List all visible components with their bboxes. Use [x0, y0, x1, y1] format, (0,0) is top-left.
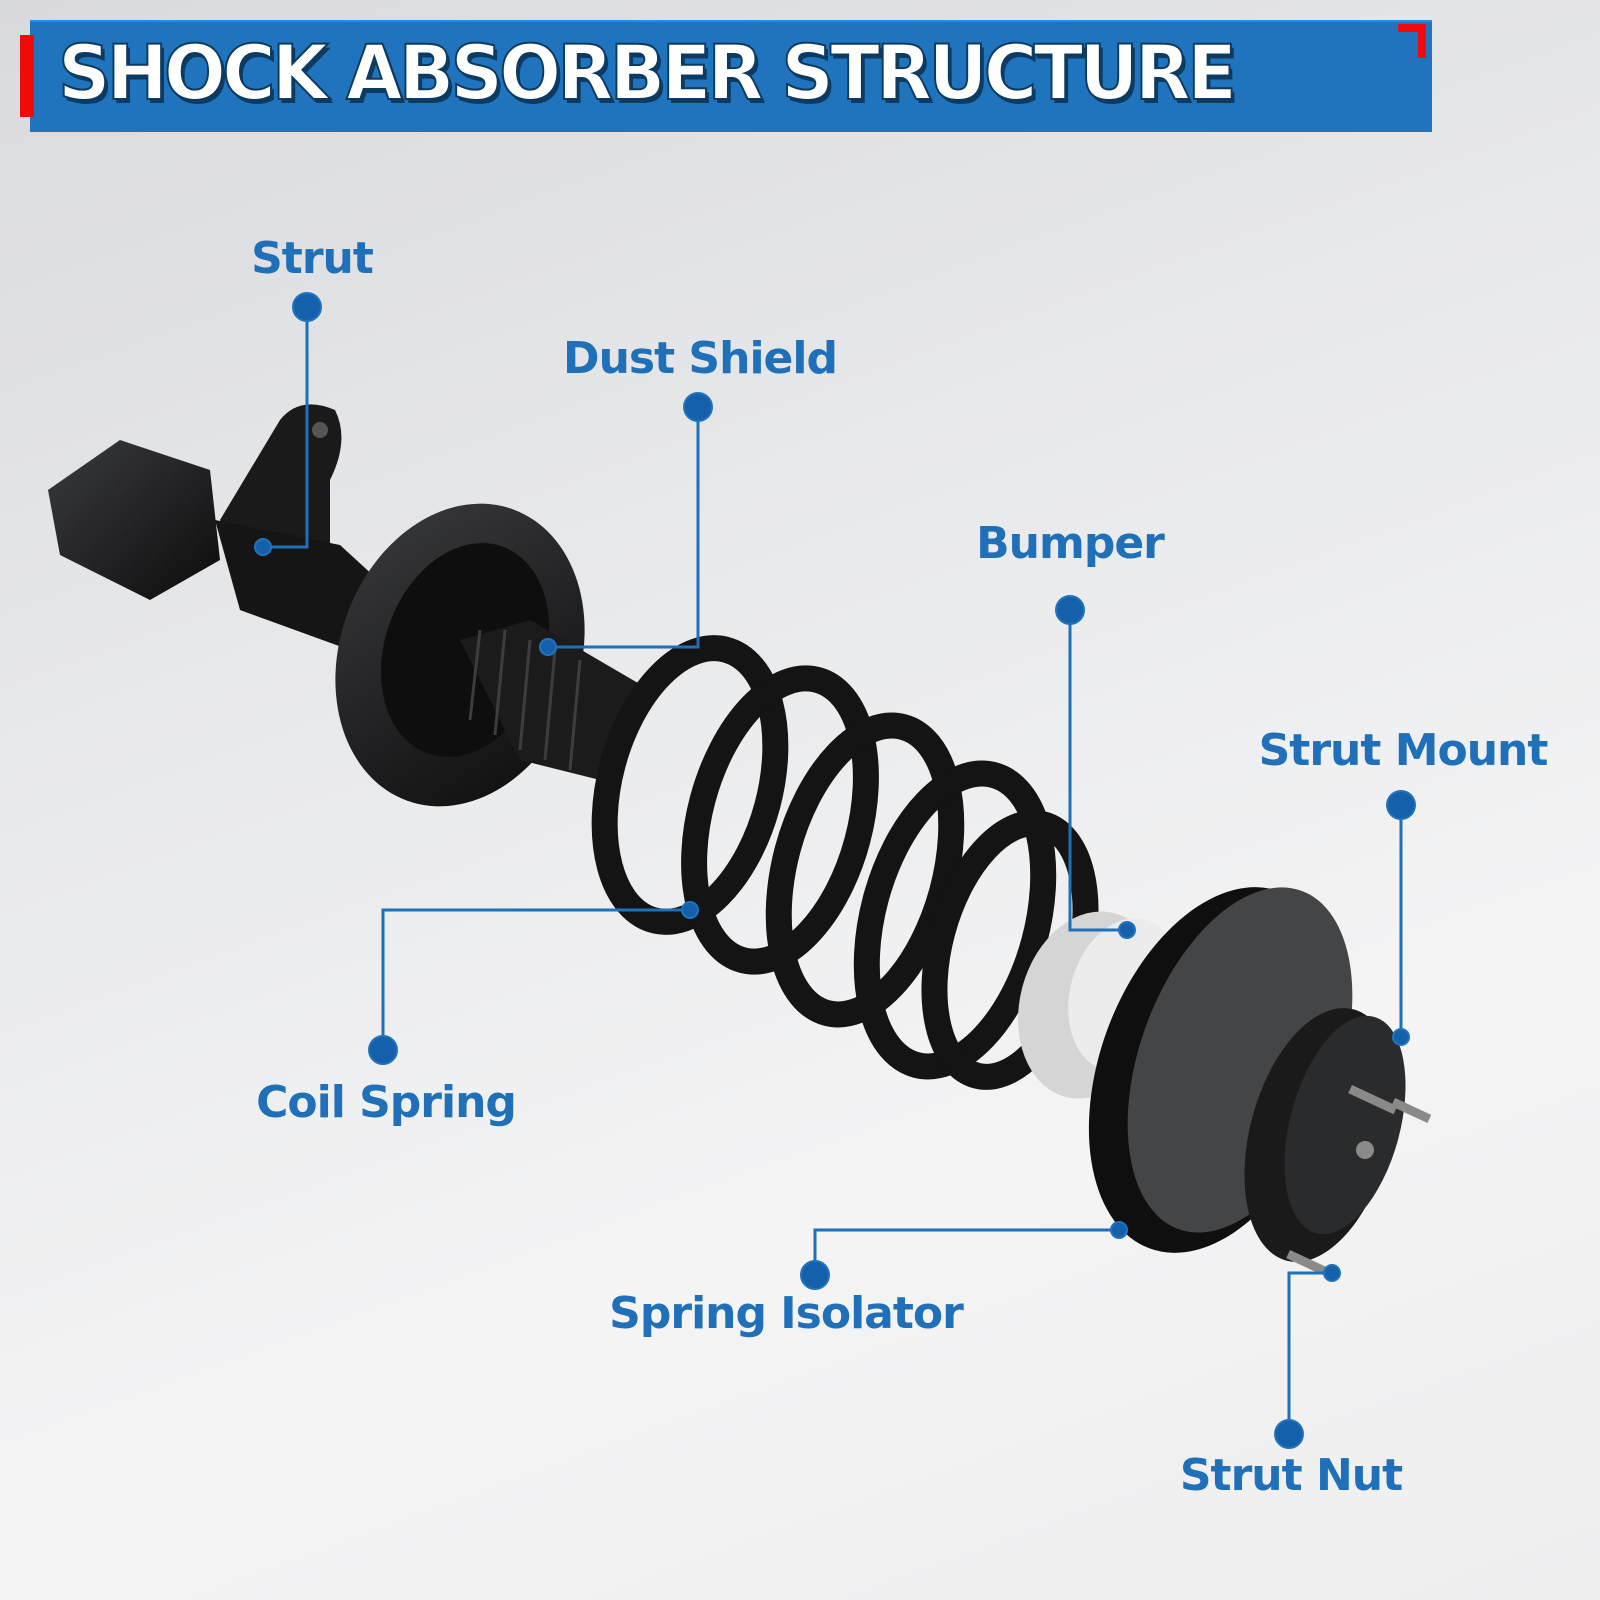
strut-mount-marker-dot[interactable] — [1386, 790, 1416, 820]
label-strut-nut: Strut Nut — [1179, 1450, 1403, 1501]
bumper-marker-dot[interactable] — [1055, 595, 1085, 625]
strut-leader-line — [263, 307, 309, 549]
bumper-leader-line — [1068, 610, 1127, 932]
spring-isolator-marker-dot[interactable] — [800, 1260, 830, 1290]
strut-nut-anchor-dot — [1323, 1264, 1341, 1282]
coil-spring-anchor-dot — [681, 901, 699, 919]
strut-part — [48, 404, 400, 650]
coil-spring-part — [591, 635, 1099, 1090]
label-bumper: Bumper — [976, 518, 1165, 569]
label-spring-isolator: Spring Isolator — [609, 1288, 964, 1339]
strut-nut-leader-line — [1287, 1271, 1332, 1434]
dust-shield-part — [335, 503, 650, 807]
strut-marker-dot[interactable] — [292, 292, 322, 322]
spring-isolator-anchor-dot — [1110, 1221, 1128, 1239]
strut-mount-anchor-dot — [1392, 1028, 1410, 1046]
title-banner — [30, 20, 1432, 132]
red-accent-bar — [20, 35, 34, 117]
bumper-anchor-dot — [1118, 921, 1136, 939]
dust-shield-anchor-dot — [539, 638, 557, 656]
strut-nut-marker-dot[interactable] — [1274, 1419, 1304, 1449]
label-strut: Strut — [251, 233, 374, 284]
strut-mount-part — [1244, 1008, 1432, 1276]
spring-isolator-leader-line — [813, 1228, 1119, 1275]
label-dust-shield: Dust Shield — [563, 333, 838, 384]
page-title: SHOCK ABSORBER STRUCTURE — [57, 27, 1238, 118]
strut-anchor-dot — [254, 538, 272, 556]
red-corner-accent — [1398, 24, 1426, 58]
label-strut-mount: Strut Mount — [1258, 725, 1549, 776]
label-coil-spring: Coil Spring — [256, 1077, 517, 1128]
coil-spring-marker-dot[interactable] — [368, 1035, 398, 1065]
dust-shield-marker-dot[interactable] — [683, 392, 713, 422]
dust-shield-leader-line — [548, 407, 700, 649]
coil-spring-leader-line — [381, 908, 690, 1050]
